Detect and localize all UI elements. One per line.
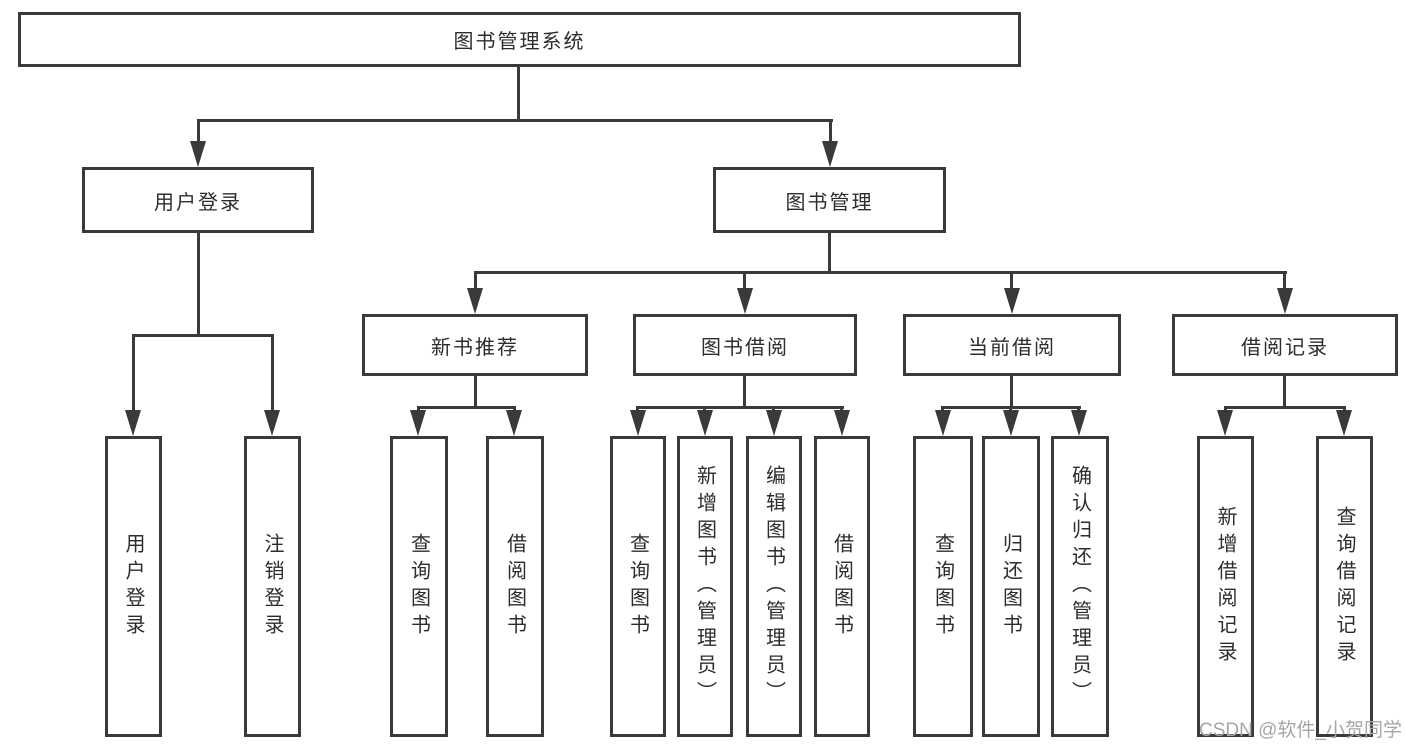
node-borrow-records: 借阅记录 — [1172, 314, 1398, 376]
node-new-book-recommend: 新书推荐 — [362, 314, 588, 376]
arrow-down-icon — [737, 288, 753, 314]
connector-root-bus — [197, 119, 833, 122]
connector-current-stem — [1010, 376, 1013, 408]
connector-recommend-bus — [417, 406, 516, 409]
leaf-confirm-return-admin-label: 确认归还（管理员） — [1068, 465, 1091, 708]
node-user-login-label: 用户登录 — [154, 191, 242, 214]
arrow-down-icon — [630, 410, 646, 436]
leaf-return-book-label: 归还图书 — [999, 532, 1022, 641]
node-library-system: 图书管理系统 — [18, 12, 1021, 67]
connector-root-drop-left — [197, 119, 200, 147]
leaf-current-query-books-label: 查询图书 — [931, 532, 954, 641]
node-current-borrow: 当前借阅 — [903, 314, 1121, 376]
connector-book-mgmt-stem — [828, 233, 831, 274]
connector-root-drop-right — [829, 119, 832, 147]
leaf-borrow-book-label: 借阅图书 — [830, 532, 853, 641]
leaf-edit-book-admin: 编辑图书（管理员） — [746, 436, 802, 737]
leaf-logout-label: 注销登录 — [261, 532, 283, 641]
connector-records-stem — [1283, 376, 1286, 408]
node-library-system-label: 图书管理系统 — [453, 31, 586, 53]
arrow-down-icon — [264, 410, 280, 436]
connector-user-login-drop-1 — [132, 334, 135, 412]
connector-user-login-drop-2 — [271, 334, 274, 412]
connector-borrow-stem — [743, 376, 746, 408]
connector-user-login-bus — [132, 334, 274, 337]
node-book-management-label: 图书管理 — [785, 191, 874, 214]
leaf-add-book-admin: 新增图书（管理员） — [677, 436, 733, 737]
node-borrow-records-label: 借阅记录 — [1241, 336, 1329, 359]
connector-book-mgmt-drop-4 — [1283, 271, 1286, 291]
arrow-down-icon — [766, 410, 782, 436]
connector-book-mgmt-drop-3 — [1010, 271, 1013, 291]
leaf-borrow-query-books-label: 查询图书 — [626, 532, 649, 641]
connector-book-mgmt-bus — [474, 271, 1287, 274]
arrow-down-icon — [1217, 410, 1233, 436]
arrow-down-icon — [1071, 410, 1087, 436]
leaf-edit-book-admin-label: 编辑图书（管理员） — [762, 465, 785, 708]
node-new-book-recommend-label: 新书推荐 — [431, 336, 519, 359]
connector-records-bus — [1224, 406, 1346, 409]
arrow-down-icon — [697, 410, 713, 436]
arrow-down-icon — [410, 410, 426, 436]
arrow-down-icon — [190, 141, 206, 167]
arrow-down-icon — [506, 410, 522, 436]
node-book-management: 图书管理 — [713, 167, 946, 233]
arrow-down-icon — [1277, 288, 1293, 314]
leaf-recommend-borrow-books-label: 借阅图书 — [503, 532, 526, 641]
leaf-logout: 注销登录 — [244, 436, 301, 737]
arrow-down-icon — [467, 288, 483, 314]
watermark: CSDN @软件_小贺同学 — [1199, 720, 1402, 741]
leaf-borrow-query-books: 查询图书 — [610, 436, 666, 737]
arrow-down-icon — [125, 410, 141, 436]
arrow-down-icon — [822, 141, 838, 167]
arrow-down-icon — [1003, 410, 1019, 436]
leaf-confirm-return-admin: 确认归还（管理员） — [1051, 436, 1109, 737]
leaf-recommend-query-books-label: 查询图书 — [407, 532, 430, 641]
node-book-borrow-label: 图书借阅 — [701, 336, 789, 359]
connector-recommend-stem — [474, 376, 477, 408]
connector-root-stem — [517, 67, 520, 119]
leaf-recommend-query-books: 查询图书 — [390, 436, 448, 737]
leaf-add-borrow-record-label: 新增借阅记录 — [1214, 505, 1236, 668]
leaf-recommend-borrow-books: 借阅图书 — [486, 436, 544, 737]
leaf-user-login-label: 用户登录 — [122, 532, 144, 641]
node-user-login: 用户登录 — [82, 167, 314, 233]
connector-borrow-bus — [637, 406, 844, 409]
connector-user-login-stem — [197, 233, 200, 336]
connector-book-mgmt-drop-2 — [743, 271, 746, 291]
leaf-add-book-admin-label: 新增图书（管理员） — [693, 465, 716, 708]
leaf-return-book: 归还图书 — [982, 436, 1040, 737]
node-book-borrow: 图书借阅 — [633, 314, 857, 376]
leaf-query-borrow-record-label: 查询借阅记录 — [1333, 505, 1355, 668]
leaf-add-borrow-record: 新增借阅记录 — [1197, 436, 1254, 737]
arrow-down-icon — [935, 410, 951, 436]
leaf-query-borrow-record: 查询借阅记录 — [1316, 436, 1373, 737]
leaf-borrow-book: 借阅图书 — [814, 436, 870, 737]
connector-book-mgmt-drop-1 — [474, 271, 477, 291]
arrow-down-icon — [834, 410, 850, 436]
arrow-down-icon — [1004, 288, 1020, 314]
leaf-current-query-books: 查询图书 — [913, 436, 973, 737]
leaf-user-login: 用户登录 — [105, 436, 162, 737]
node-current-borrow-label: 当前借阅 — [968, 336, 1056, 359]
arrow-down-icon — [1336, 410, 1352, 436]
